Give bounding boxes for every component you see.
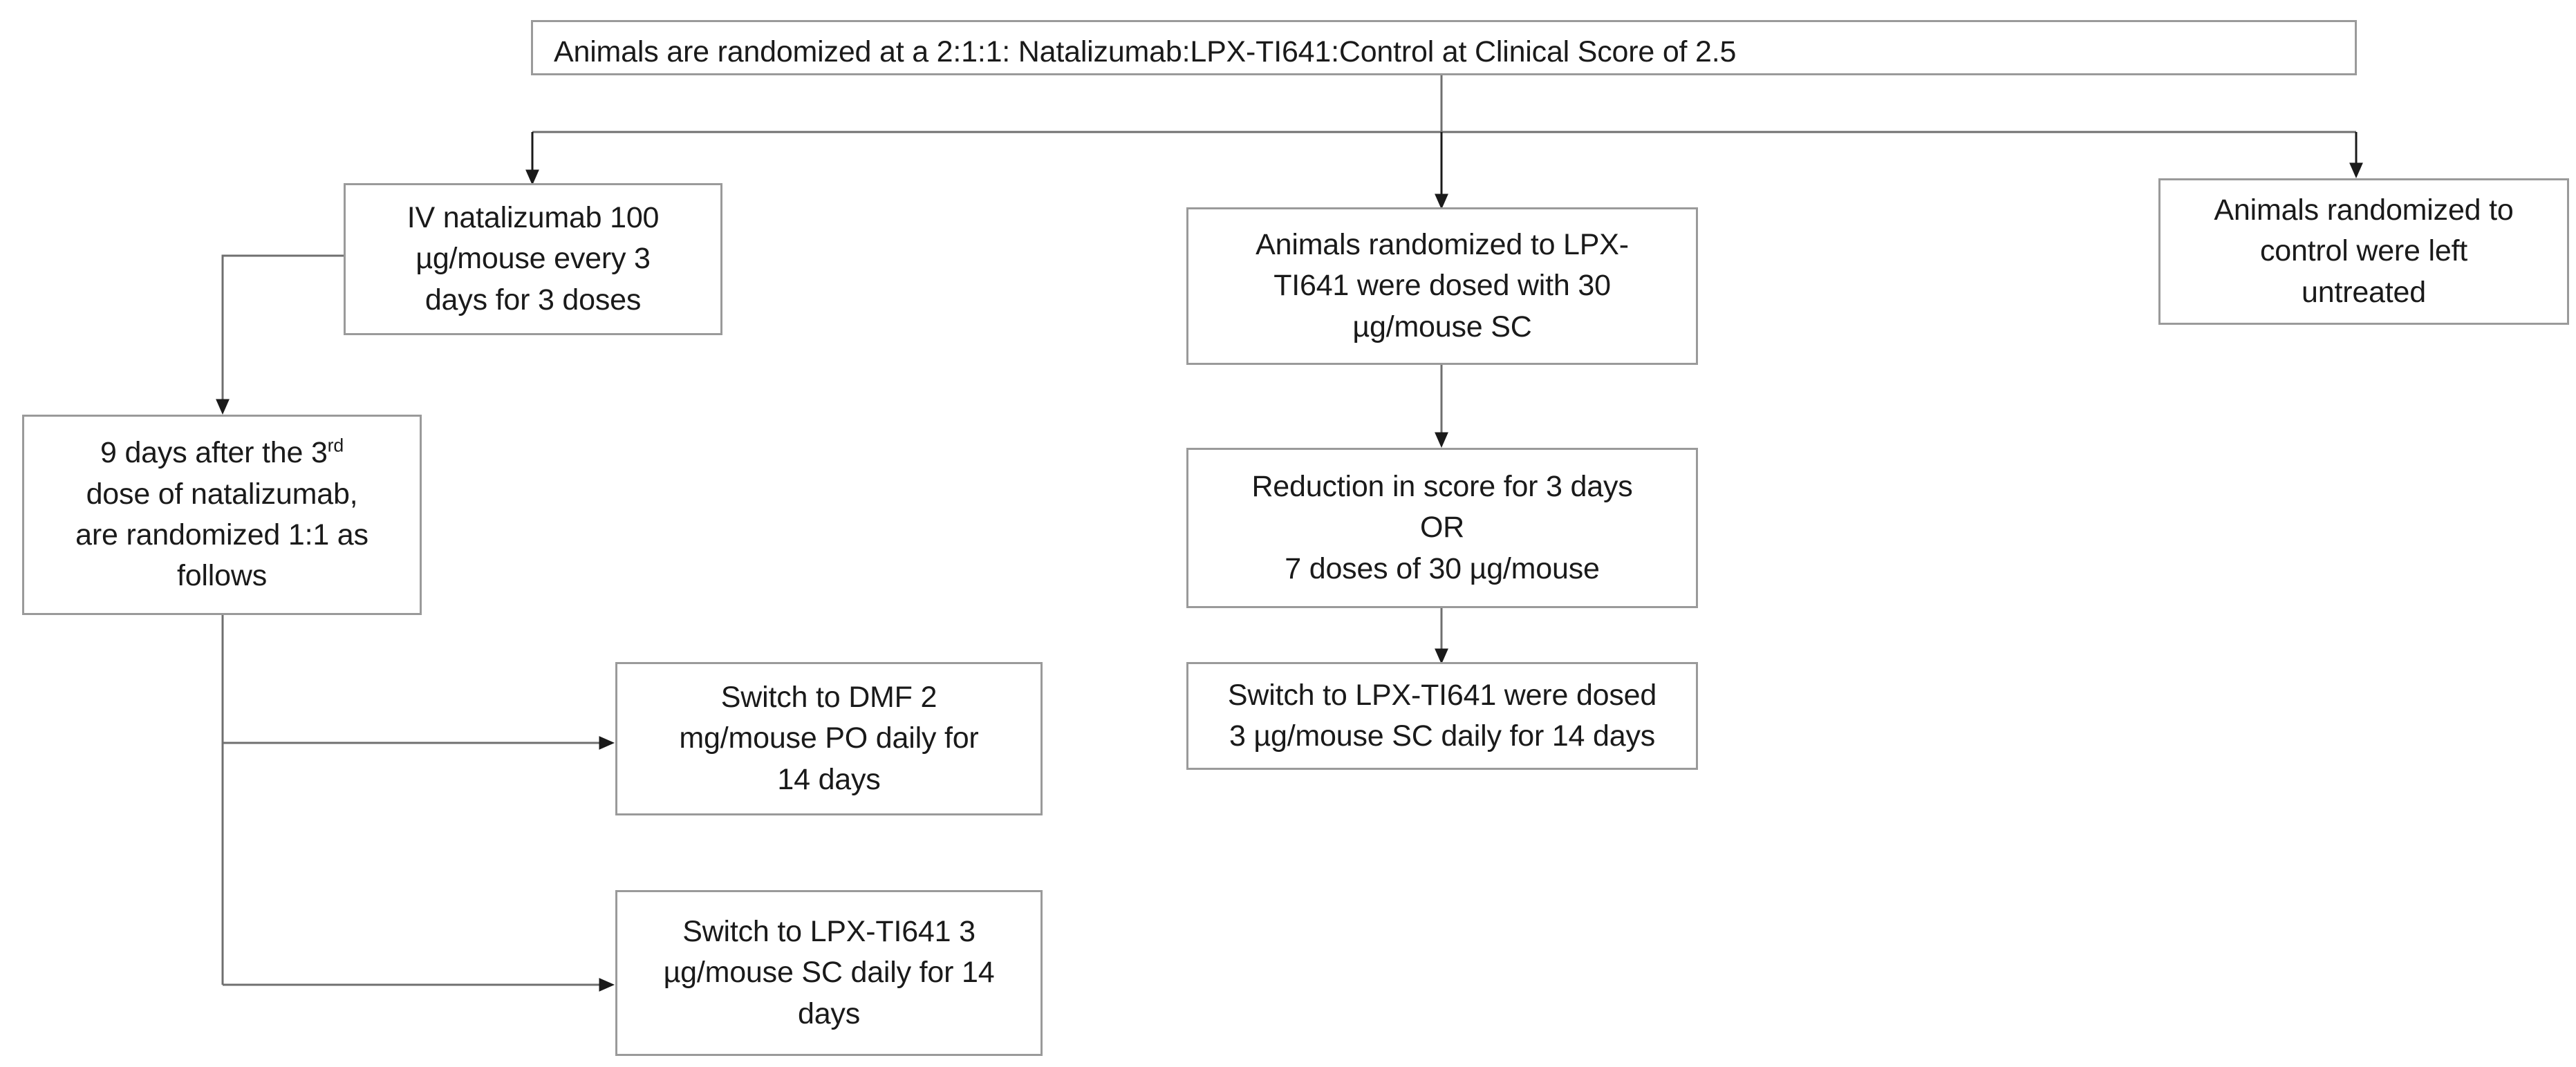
node-root-label: Animals are randomized at a 2:1:1: Natal… [554,35,1737,68]
node-switch-lpx-left-label: Switch to LPX-TI641 3 µg/mouse SC daily … [663,915,995,1030]
node-reduction-or-doses[interactable]: Reduction in score for 3 days OR 7 doses… [1186,448,1698,608]
node-control-untreated-label: Animals randomized to control were left … [2214,193,2514,309]
connector-natalizumab-to-randomize [216,254,344,415]
node-switch-lpx-mid[interactable]: Switch to LPX-TI641 were dosed 3 µg/mous… [1186,662,1698,770]
node-iv-natalizumab-label: IV natalizumab 100 µg/mouse every 3 days… [407,201,660,317]
node-randomize-1to1-text-before: 9 days after the 3 [100,436,328,470]
node-switch-lpx-left[interactable]: Switch to LPX-TI641 3 µg/mouse SC daily … [615,890,1043,1056]
node-root-randomization[interactable]: Animals are randomized at a 2:1:1: Natal… [531,20,2357,75]
node-switch-lpx-mid-label: Switch to LPX-TI641 were dosed 3 µg/mous… [1227,678,1657,753]
node-lpx-dosed[interactable]: Animals randomized to LPX- TI641 were do… [1186,207,1698,365]
node-reduction-or-doses-label: Reduction in score for 3 days OR 7 doses… [1251,470,1633,585]
node-randomize-1to1-text-after: dose of natalizumab, are randomized 1:1 … [75,477,368,593]
node-iv-natalizumab[interactable]: IV natalizumab 100 µg/mouse every 3 days… [344,183,722,335]
ordinal-suffix: rd [327,435,344,457]
node-randomize-1to1-label: 9 days after the 3rd dose of natalizumab… [34,433,410,596]
node-switch-dmf-label: Switch to DMF 2 mg/mouse PO daily for 14… [679,681,979,796]
node-randomize-1to1[interactable]: 9 days after the 3rd dose of natalizumab… [22,415,422,615]
node-switch-dmf[interactable]: Switch to DMF 2 mg/mouse PO daily for 14… [615,662,1043,815]
node-lpx-dosed-label: Animals randomized to LPX- TI641 were do… [1256,228,1629,343]
node-control-untreated[interactable]: Animals randomized to control were left … [2158,178,2569,325]
